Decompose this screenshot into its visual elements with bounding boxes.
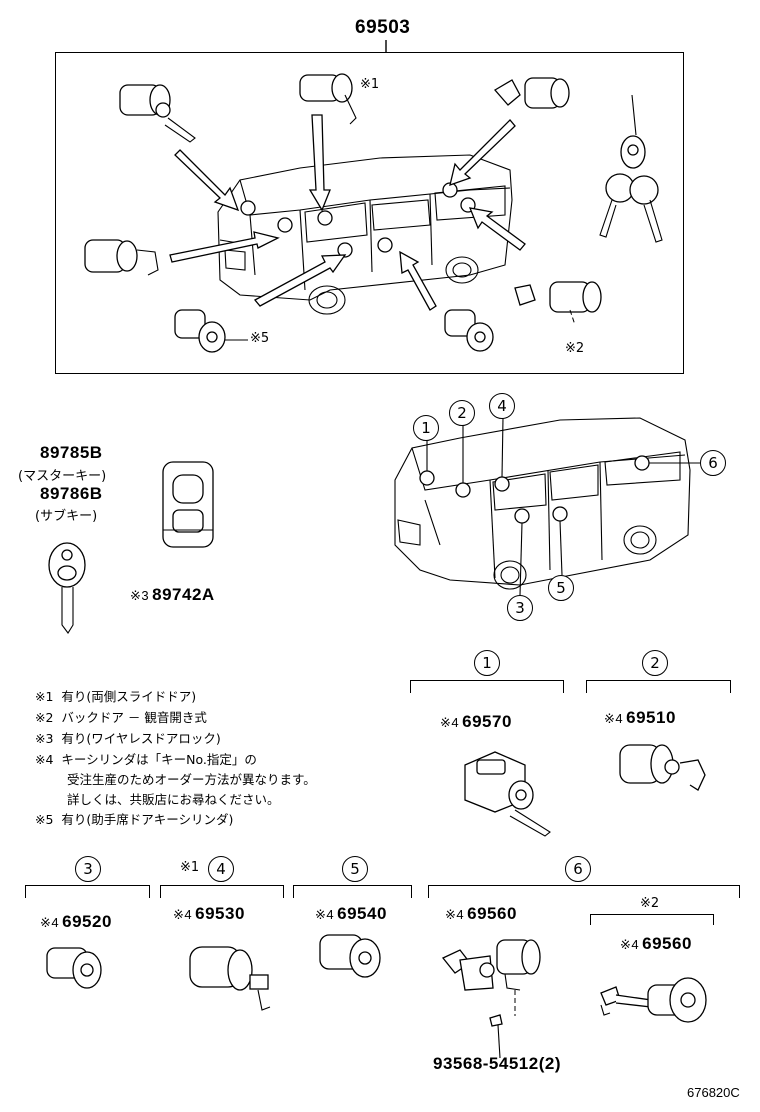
group-3-bracket — [25, 885, 150, 898]
screw-part-number: 93568-54512(2) — [433, 1054, 561, 1073]
top-set-box — [55, 52, 684, 374]
callout-5: 5 — [548, 575, 574, 601]
group-3-circle: 3 — [75, 856, 101, 882]
mark-1-label: ※1 — [360, 77, 380, 92]
cylinder-mid-left — [84, 239, 159, 276]
group-2-bracket — [586, 680, 731, 693]
group-4-mark: ※1 — [180, 860, 200, 875]
cylinder-69530-illustration — [189, 946, 271, 1011]
group-6-bracket — [428, 885, 740, 898]
cylinder-top-right — [493, 77, 570, 109]
cylinder-69520-illustration — [46, 947, 102, 989]
callout-leader-lines — [426, 417, 700, 596]
cylinder-bottom-center — [444, 309, 494, 352]
group-4-circle: 4 — [208, 856, 234, 882]
remote-mark: ※3 — [130, 588, 150, 603]
mark-2-label: ※2 — [565, 341, 585, 356]
remote-part-number: 89742A — [152, 585, 215, 604]
cylinder-69560-double-door-illustration — [600, 977, 707, 1023]
callout-2: 2 — [449, 400, 475, 426]
van-callout-illustration — [394, 417, 700, 596]
van-assembly-illustration — [84, 73, 663, 353]
van-callout-dots — [419, 455, 650, 524]
figure-id: 676820C — [687, 1085, 740, 1100]
group-4-bracket — [160, 885, 284, 898]
note-4-line-3: 詳しくは、共販店にお尋ねください。 — [67, 792, 280, 807]
cylinder-69560-illustration — [441, 939, 541, 1016]
remote-transmitter-illustration — [162, 461, 214, 548]
sub-key-label: (サブキー) — [35, 509, 98, 524]
group-1-bracket — [410, 680, 564, 693]
set-part-number: 69503 — [355, 17, 411, 38]
group-6-circle: 6 — [565, 856, 591, 882]
key-set-top — [599, 94, 663, 243]
pointer-arrows-top — [169, 114, 526, 311]
callout-4: 4 — [489, 393, 515, 419]
note-5: ※5 有り(助手席ドアキーシリンダ) — [35, 812, 234, 827]
group-5-bracket — [293, 885, 412, 898]
note-3: ※3 有り(ワイヤレスドアロック) — [35, 731, 221, 746]
cylinder-69510-illustration — [619, 744, 706, 791]
mark-5-label: ※5 — [250, 331, 270, 346]
note-4-line-2: 受注生産のためオーダー方法が異なります。 — [67, 772, 316, 787]
screw-illustration — [489, 1014, 503, 1059]
note-1: ※1 有り(両側スライドドア) — [35, 689, 197, 704]
cylinder-bottom-left — [174, 309, 226, 353]
cylinder-top-left — [119, 84, 196, 143]
master-key-part: 89785B — [40, 443, 103, 462]
group-6-sub-mark: ※2 — [640, 896, 660, 911]
cylinder-69540-illustration — [319, 934, 381, 978]
group-5-circle: 5 — [342, 856, 368, 882]
callout-6: 6 — [700, 450, 726, 476]
cylinder-top-center — [299, 73, 357, 125]
cylinder-69570-illustration — [464, 751, 551, 837]
note-4: ※4 キーシリンダは「キーNo.指定」の — [35, 752, 257, 767]
note-2: ※2 バックドア － 観音開き式 — [35, 710, 207, 725]
master-key-label: (マスターキー) — [18, 469, 107, 484]
sub-key-part: 89786B — [40, 484, 103, 503]
set-leader-line — [385, 40, 387, 52]
cylinder-bottom-right — [514, 281, 602, 326]
group-2-circle: 2 — [642, 650, 668, 676]
group-1-circle: 1 — [474, 650, 500, 676]
group-6-sub-bracket — [590, 914, 714, 925]
callout-3: 3 — [507, 595, 533, 621]
callout-1: 1 — [413, 415, 439, 441]
key-illustration — [48, 542, 86, 634]
